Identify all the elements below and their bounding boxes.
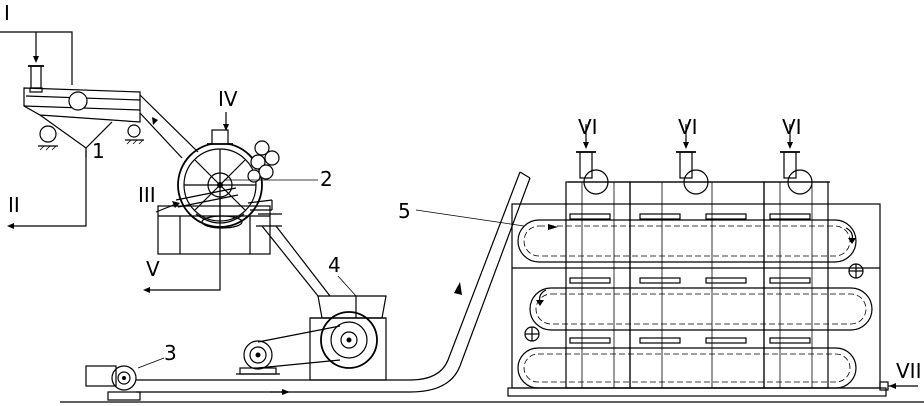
outlet-stream-II (7, 150, 87, 229)
stream-label-IV: IV (218, 87, 238, 111)
stream-label-I: I (4, 1, 10, 25)
stream-label-V: V (146, 257, 160, 281)
unit-number-5: 5 (398, 199, 411, 223)
unit-5-dryer (507, 124, 918, 397)
fan-3 (780, 124, 813, 195)
stream-label-VI-1: VI (578, 115, 598, 139)
stream-label-VI-3: VI (782, 115, 802, 139)
stream-label-VI-2: VI (678, 115, 698, 139)
transfer-chute (256, 225, 331, 297)
unit-1-sieve (23, 65, 199, 159)
unit-4-hopper-drive (236, 295, 387, 381)
inlet-stream-I (0, 31, 73, 85)
leader-lines (137, 179, 525, 369)
unit-number-3: 3 (164, 341, 177, 365)
stream-label-II: II (8, 193, 20, 217)
unit-number-4: 4 (328, 253, 341, 277)
outlet-stream-V (143, 196, 221, 293)
stream-label-VII: VII (896, 359, 921, 383)
unit-2-drum (157, 112, 282, 255)
fan-1 (576, 124, 609, 195)
unit-number-1: 1 (92, 139, 105, 163)
unit-number-2: 2 (320, 167, 333, 191)
unit-3-conveyor (85, 171, 531, 401)
stream-label-III: III (138, 183, 156, 207)
inlet-stream-III (155, 201, 180, 213)
air-distributors (569, 213, 811, 344)
fan-2 (676, 124, 709, 195)
